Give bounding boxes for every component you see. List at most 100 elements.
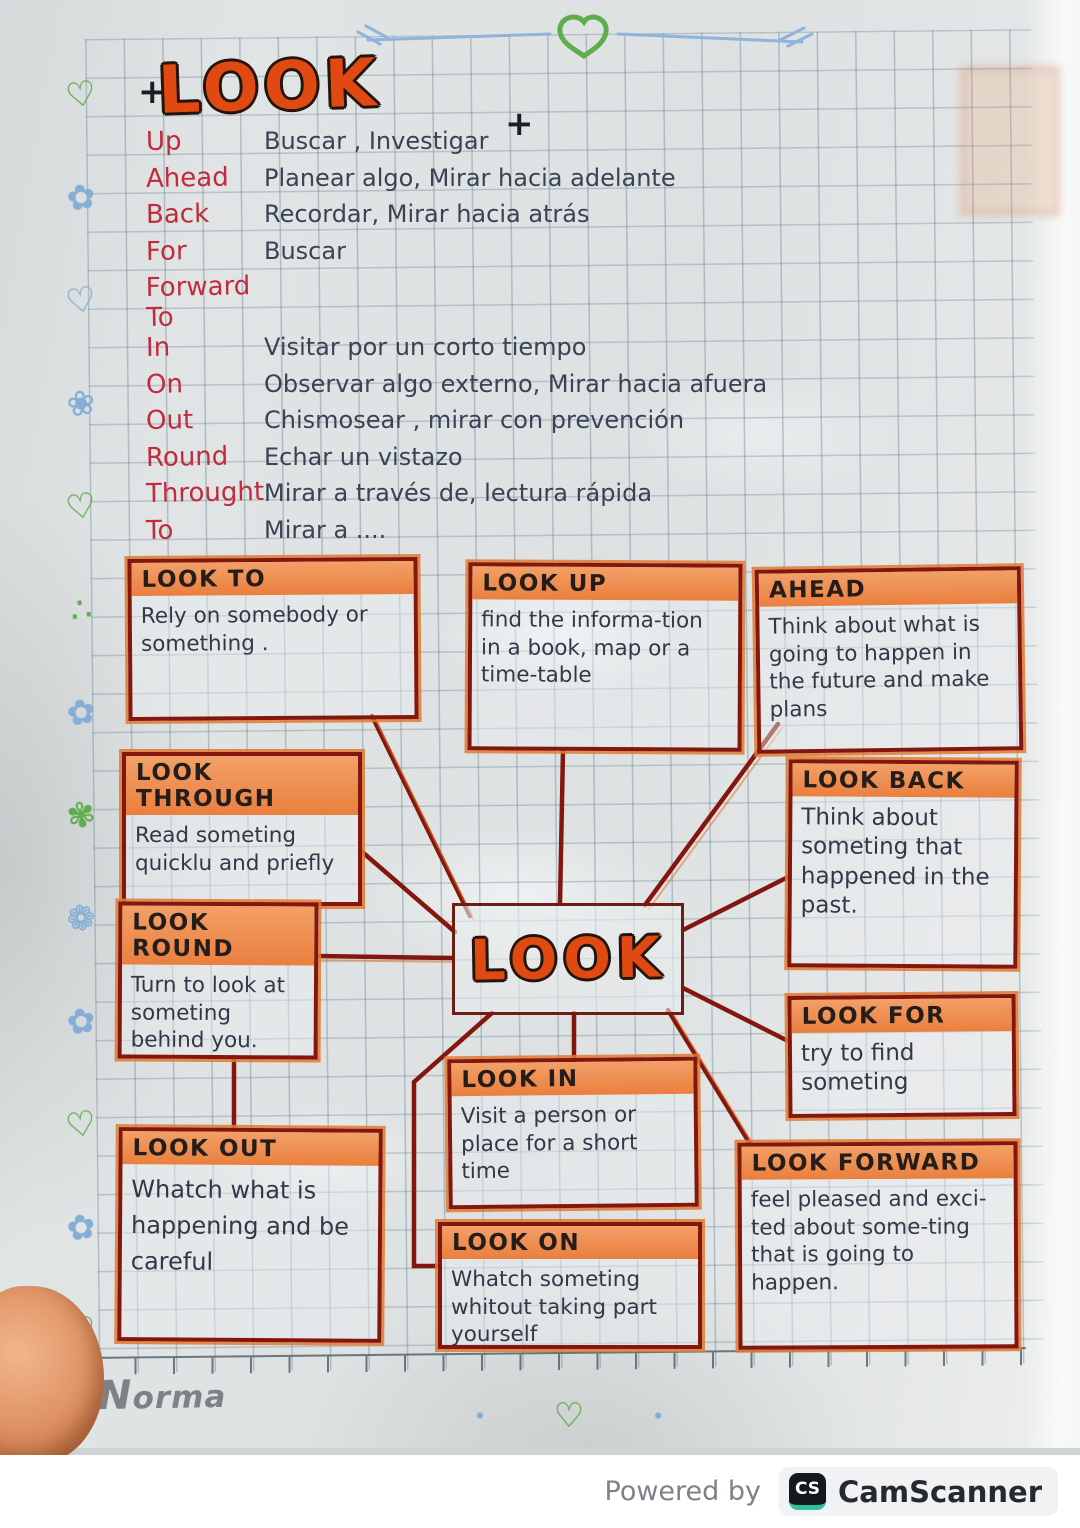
list-item: Back Recordar, Mirar hacia atrás: [146, 199, 926, 236]
node-title: LOOK THROUGH: [126, 756, 358, 815]
list-item: Up Buscar , Investigar: [146, 126, 926, 163]
particle-meaning: Chismosear , mirar con prevención: [264, 406, 685, 434]
margin-doodle-column: ♡ ✿ ♡ ❀ ♡ ∴ ✿ ✾ ❁ ✿ ♡ ✿ ♡: [52, 72, 110, 1354]
mindmap-node-look-up: LOOK UP find the informa-tion in a book,…: [467, 562, 743, 752]
mindmap-node-look-on: LOOK ON Whatch someting whitout taking p…: [438, 1222, 702, 1349]
arrow-divider-doodle-icon: [356, 14, 814, 60]
plus-decoration: +: [138, 72, 167, 112]
mindmap-node-look-through: LOOK THROUGH Read someting quicklu and p…: [122, 752, 362, 906]
heart-doodle-icon: ♡: [553, 1396, 585, 1436]
particle-meaning: Recordar, Mirar hacia atrás: [264, 200, 590, 228]
mindmap-center-node: LOOK: [452, 903, 684, 1015]
node-title: LOOK BACK: [792, 763, 1015, 798]
node-title: LOOK ROUND: [122, 905, 315, 966]
phrasal-verb-particle-list: Up Buscar , Investigar Ahead Planear alg…: [145, 126, 926, 552]
particle-label: In: [145, 332, 171, 364]
particle-meaning: Visitar por un corto tiempo: [264, 333, 587, 361]
particle-meaning: Buscar , Investigar: [264, 127, 489, 155]
mindmap-node-look-forward: LOOK FORWARD feel pleased and exci-ted a…: [737, 1141, 1019, 1350]
particle-label: Round: [145, 441, 229, 473]
node-title: LOOK FOR: [791, 998, 1012, 1033]
rose-doodle-icon: ❀: [63, 381, 99, 427]
heart-doodle-icon: ♡: [62, 72, 100, 118]
particle-label: Out: [145, 405, 194, 437]
heart-doodle-icon: ♡: [62, 278, 100, 324]
camscanner-badge: CS CamScanner: [779, 1467, 1058, 1516]
tulip-doodle-icon: ✿: [63, 1205, 99, 1251]
powered-by-label: Powered by: [604, 1476, 762, 1507]
node-title: AHEAD: [758, 570, 1018, 607]
list-item: For Buscar: [146, 236, 926, 273]
heart-doodle-icon: ♡: [62, 484, 100, 530]
node-description: find the informa-tion in a book, map or …: [480, 607, 703, 688]
page-title: LOOK: [156, 44, 383, 129]
node-description: Read someting quicklu and priefly: [135, 823, 335, 876]
rose-doodle-icon: ✿: [63, 999, 99, 1045]
node-title: LOOK UP: [472, 566, 739, 601]
list-item: Forward To: [145, 271, 926, 334]
node-title: LOOK FORWARD: [741, 1145, 1014, 1180]
bleed-through-smudge: [960, 66, 1060, 216]
dot-doodle-icon: •: [474, 1404, 486, 1428]
node-description: Rely on somebody or something .: [140, 602, 368, 657]
dots-doodle-icon: ∴: [66, 588, 96, 632]
bow-doodle-icon: ✾: [63, 793, 99, 839]
flower-doodle-icon: ✿: [63, 175, 99, 221]
particle-label: Ahead: [145, 162, 229, 194]
camscanner-wordmark: CamScanner: [838, 1474, 1042, 1509]
mindmap-node-look-back: LOOK BACK Think about someting that happ…: [787, 759, 1019, 969]
list-item: In Visitar por un corto tiempo: [146, 332, 926, 369]
particle-meaning: Mirar a través de, lectura rápida: [264, 479, 653, 507]
mindmap-node-look-round: LOOK ROUND Turn to look at someting behi…: [117, 901, 319, 1060]
center-node-label: LOOK: [469, 924, 667, 994]
particle-meaning: Observar algo externo, Mirar hacia afuer…: [264, 369, 768, 398]
list-item: Ahead Planear algo, Mirar hacia adelante: [145, 162, 926, 200]
node-description: try to find someting: [800, 1039, 915, 1097]
mindmap-node-look-out: LOOK OUT Whatch what is happening and be…: [117, 1127, 383, 1343]
node-description: feel pleased and exci-ted about some-tin…: [750, 1186, 987, 1296]
plus-decoration: +: [505, 104, 534, 144]
list-item: Throught Mirar a través de, lectura rápi…: [145, 476, 926, 515]
particle-label: Throught: [145, 476, 265, 510]
notebook-brand-logo: Norma: [97, 1372, 227, 1420]
node-title: LOOK OUT: [122, 1131, 379, 1166]
camscanner-icon: CS: [789, 1473, 827, 1510]
rose-doodle-icon: ✿: [63, 690, 99, 736]
mindmap-node-ahead: AHEAD Think about what is going to happe…: [754, 566, 1024, 754]
particle-label: Up: [145, 126, 182, 158]
camscanner-watermark-strip: Powered by CS CamScanner: [0, 1455, 1080, 1528]
mindmap-node-look-in: LOOK IN Visit a person or place for a sh…: [447, 1056, 699, 1210]
list-item: To Mirar a ....: [146, 515, 926, 552]
particle-label: On: [145, 368, 184, 400]
mindmap-node-look-to: LOOK TO Rely on somebody or something .: [127, 556, 419, 722]
particle-meaning: Buscar: [264, 236, 346, 265]
particle-meaning: Planear algo, Mirar hacia adelante: [264, 163, 676, 192]
photo-area: ♡ ✿ ♡ ❀ ♡ ∴ ✿ ✾ ❁ ✿ ♡ ✿ ♡ + LOOK + Up: [0, 0, 1080, 1455]
flower-doodle-icon: ❁: [63, 896, 99, 942]
notebook-page: ♡ ✿ ♡ ❀ ♡ ∴ ✿ ✾ ❁ ✿ ♡ ✿ ♡ + LOOK + Up: [0, 0, 1080, 1448]
node-description: Turn to look at someting behind you.: [130, 972, 286, 1054]
particle-label: Forward To: [145, 271, 251, 334]
node-description: Whatch what is happening and be careful: [130, 1175, 350, 1276]
particle-meaning: Mirar a ....: [264, 515, 387, 544]
heart-doodle-icon: ♡: [62, 1102, 100, 1148]
bottom-doodle-row: • ♡ •: [474, 1396, 664, 1436]
particle-label: Back: [145, 198, 210, 231]
node-title: LOOK IN: [451, 1060, 694, 1097]
particle-meaning: Echar un vistazo: [264, 442, 463, 471]
list-item: Out Chismosear , mirar con prevención: [146, 405, 926, 442]
heart-doodle-icon: [557, 14, 609, 60]
particle-label: To: [145, 515, 174, 546]
node-description: Whatch someting whitout taking part your…: [451, 1267, 657, 1348]
node-description: Visit a person or place for a short time: [460, 1102, 638, 1185]
list-item: On Observar algo externo, Mirar hacia af…: [146, 369, 926, 406]
node-title: LOOK ON: [442, 1226, 698, 1259]
node-title: LOOK TO: [131, 561, 414, 596]
node-description: Think about someting that happened in th…: [800, 804, 990, 919]
dot-doodle-icon: •: [652, 1404, 664, 1428]
page-curl-edge: [1024, 0, 1080, 1448]
node-description: Think about what is going to happen in t…: [768, 611, 990, 723]
mindmap-node-look-for: LOOK FOR try to find someting: [787, 994, 1017, 1118]
list-item: Round Echar un vistazo: [145, 441, 926, 479]
